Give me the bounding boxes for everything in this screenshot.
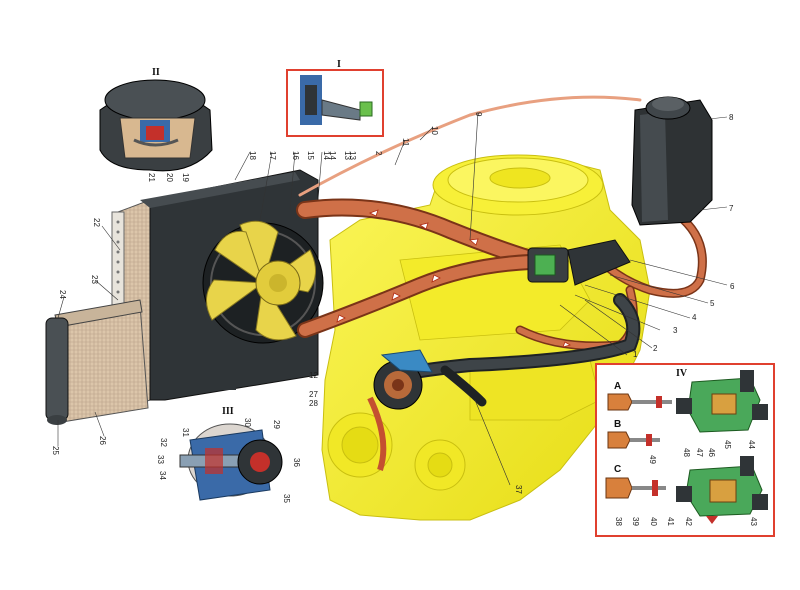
callout-37: 37 [514,485,523,494]
callout-15: 15 [306,151,315,160]
callout-45: 45 [723,440,732,449]
callout-27: 27 [309,390,318,399]
callout-16: 16 [291,151,300,160]
callout-19: 19 [181,173,190,182]
leader-lines [57,111,728,486]
callout-12: 12 [309,371,318,380]
callout-40: 40 [649,517,658,526]
inset-i-callout-2: 2 [374,151,383,156]
callout-11: 11 [401,138,410,147]
water-pump [367,349,433,471]
callout-32: 32 [159,438,168,447]
callout-39: 39 [631,517,640,526]
inset-iv-thermostat [595,363,775,537]
callout-29: 29 [272,420,281,429]
callout-22: 22 [92,218,101,227]
callout-42: 42 [684,517,693,526]
callout-31: 31 [181,428,190,437]
callout-21: 21 [147,173,156,182]
inset-iii-pump [179,423,283,501]
callout-47: 47 [695,448,704,457]
callout-46: 46 [707,448,716,457]
callout-8: 8 [729,113,734,122]
callout-35: 35 [282,494,291,503]
thermostat-housing-top [676,370,768,433]
callout-10: 10 [430,126,439,135]
callout-36: 36 [292,458,301,467]
inset-ii-cap [99,79,213,172]
inset-i-callout-13: 13 [348,151,357,160]
thermostat-variant-c [605,477,666,499]
thermostat-housing-bottom [676,456,768,524]
radiator-side-view [45,299,149,425]
callout-25: 25 [51,446,60,455]
callout-41: 41 [666,517,675,526]
callout-4: 4 [692,313,697,322]
expansion-tank [631,96,713,226]
callout-43: 43 [749,517,758,526]
callout-numbers: 1 2 3 4 5 6 7 8 9 10 11 12 13 14 15 16 1… [51,112,758,526]
callout-14: 14 [322,151,331,160]
callout-13: 13 [343,151,352,160]
flow-arrows [336,209,571,348]
electric-fan [202,220,324,344]
callout-9: 9 [474,112,483,117]
callout-17: 17 [268,151,277,160]
variant-label-c: C [614,464,621,475]
callout-23: 23 [90,275,99,284]
callout-20: 20 [165,173,174,182]
inset-i [286,69,384,137]
inset-title-i: I [337,59,341,70]
callout-34: 34 [158,471,167,480]
callout-2: 2 [653,344,658,353]
callout-44: 44 [747,440,756,449]
callout-7: 7 [729,204,734,213]
callout-3: 3 [673,326,678,335]
callout-1: 1 [633,350,638,359]
variant-label-b: B [614,419,621,430]
callout-24: 24 [58,290,67,299]
callout-6: 6 [730,282,735,291]
callout-33: 33 [156,455,165,464]
hoses [296,95,707,407]
callout-48: 48 [682,448,691,457]
callout-18: 18 [248,151,257,160]
callout-30: 30 [243,418,252,427]
thermostat-variant-a [607,393,672,411]
callout-49: 49 [648,455,657,464]
callout-26: 26 [98,436,107,445]
inset-title-iv: IV [676,368,688,379]
callout-38: 38 [614,517,623,526]
inset-title-iii: III [222,406,234,417]
thermostat-housing [527,239,631,286]
inset-i-callout-14: 14 [328,151,337,160]
callout-5: 5 [710,299,715,308]
callout-28: 28 [309,399,318,408]
variant-label-a: A [614,381,621,392]
thermostat-variant-b [607,431,660,449]
inset-title-ii: II [152,67,160,78]
inset-titles: I II III IV A B C [152,59,688,475]
